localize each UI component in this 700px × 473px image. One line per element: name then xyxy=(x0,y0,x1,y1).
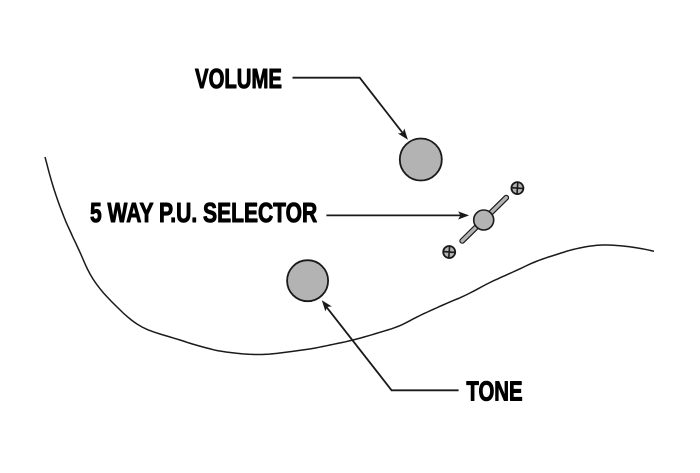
svg-text:TONE: TONE xyxy=(466,375,522,406)
svg-text:VOLUME: VOLUME xyxy=(195,63,282,94)
svg-text:5 WAY P.U. SELECTOR: 5 WAY P.U. SELECTOR xyxy=(90,197,317,228)
